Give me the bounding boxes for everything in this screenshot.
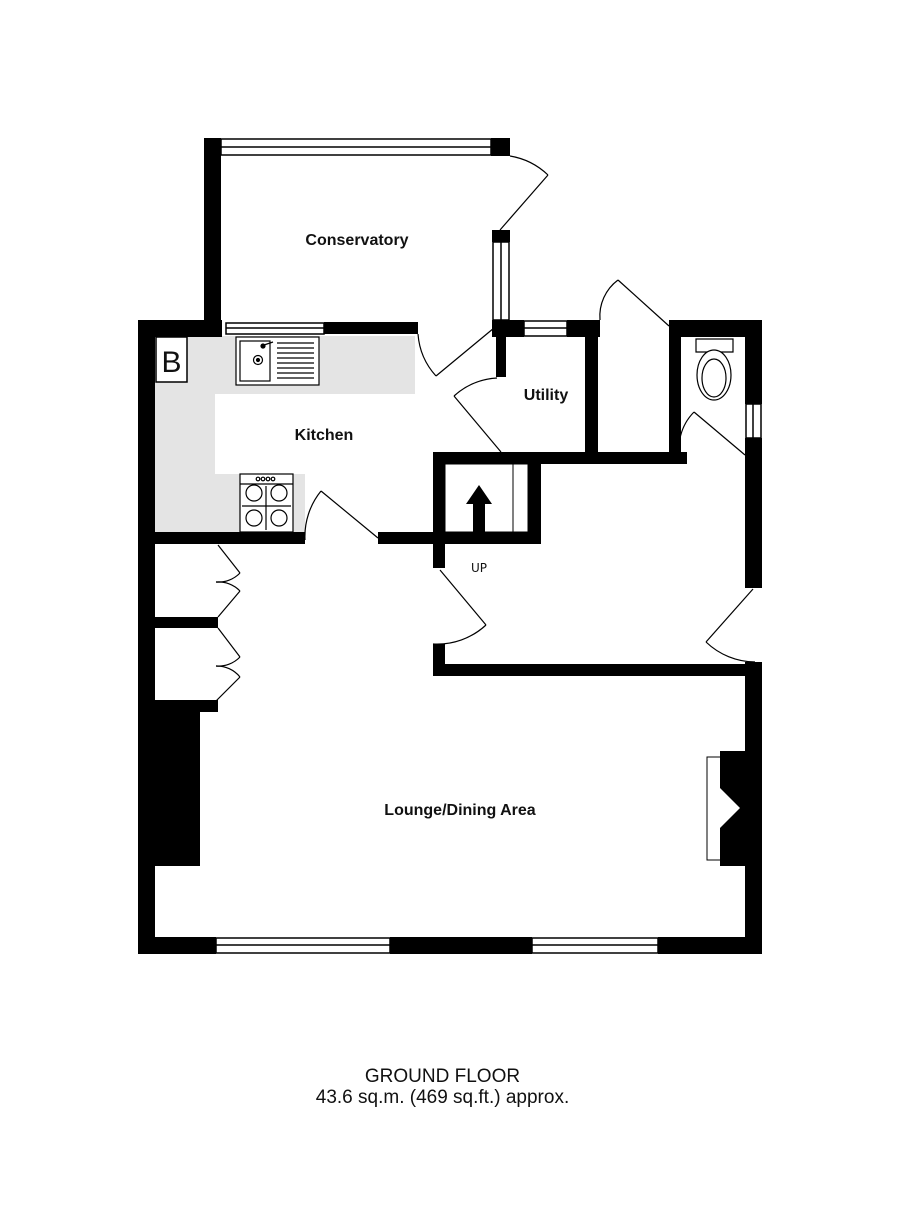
door-cupboard-1	[215, 544, 241, 618]
room-label-kitchen: Kitchen	[295, 427, 354, 444]
door-kitchen-conservatory	[417, 327, 495, 377]
door-wc	[678, 411, 746, 464]
floor-area: 43.6 sq.m. (469 sq.ft.) approx.	[315, 1087, 570, 1108]
door-kitchen-hall	[304, 490, 379, 541]
door-rear	[599, 279, 670, 327]
door-conservatory	[499, 155, 549, 231]
windows	[215, 138, 762, 954]
stairs-label: UP	[471, 561, 487, 575]
door-hall-lounge	[432, 569, 487, 645]
door-front	[705, 588, 756, 663]
walls	[138, 138, 762, 954]
floor-name: GROUND FLOOR	[364, 1066, 521, 1087]
room-label-conservatory: Conservatory	[305, 232, 408, 249]
sink-icon	[235, 336, 320, 386]
room-label-lounge: Lounge/Dining Area	[384, 802, 536, 819]
room-label-utility: Utility	[524, 387, 569, 404]
staircase[interactable]	[444, 463, 529, 544]
toilet-icon	[695, 338, 734, 401]
hob-icon	[239, 473, 294, 533]
door-cupboard-2	[211, 627, 241, 706]
stairs-up-arrow-icon	[466, 485, 492, 544]
door-swings	[211, 155, 756, 706]
boiler-label: B	[161, 346, 181, 379]
door-utility	[453, 377, 502, 453]
fireplace-hearth	[706, 756, 756, 861]
boiler-marker: B	[155, 336, 188, 383]
